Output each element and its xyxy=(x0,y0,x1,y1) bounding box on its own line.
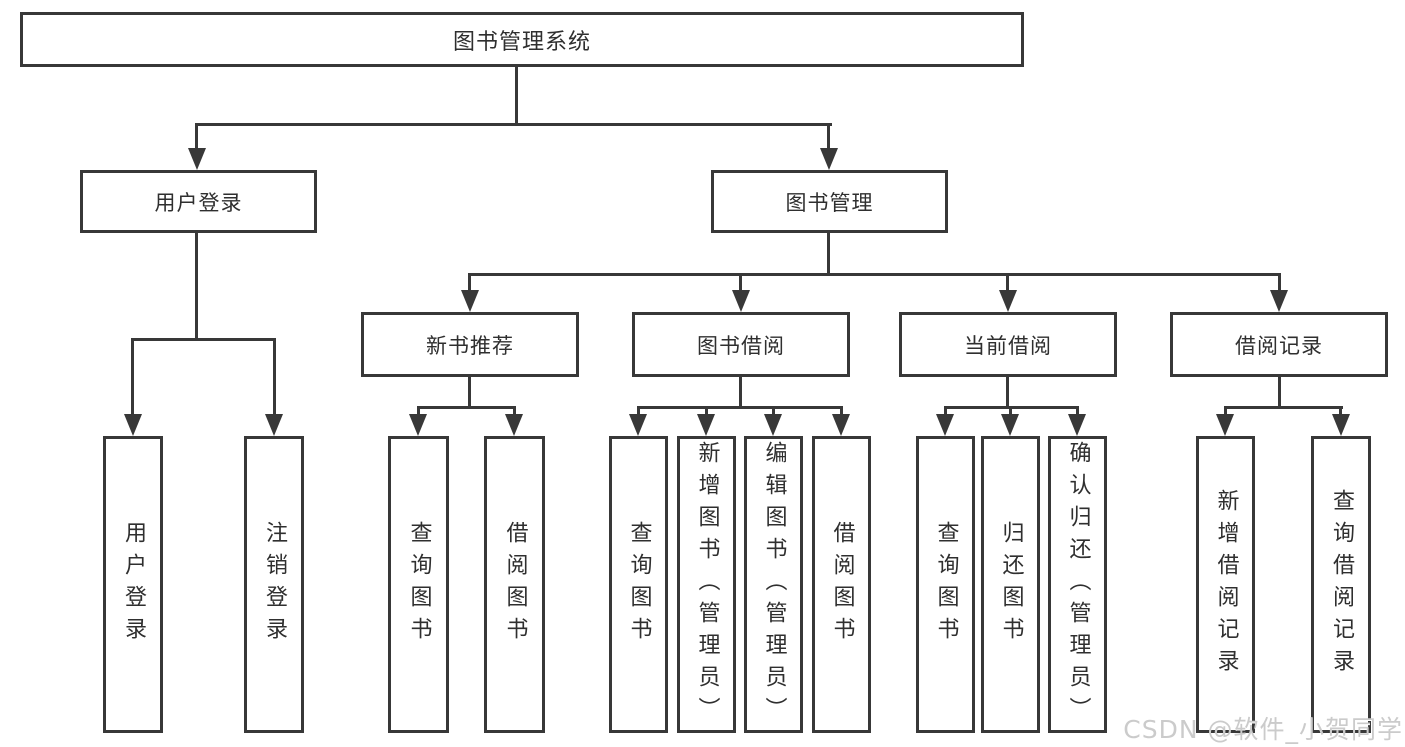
leaf-user-login: 用户登录 xyxy=(103,436,163,733)
watermark: CSDN @软件_小贺同学 xyxy=(1123,715,1403,744)
leaf-borrow-books-1: 借阅图书 xyxy=(484,436,545,733)
leaf-query-books-2-label: 查询图书 xyxy=(626,520,652,649)
connector-drop-borrow xyxy=(739,273,742,292)
leaf-query-borrow-record: 查询借阅记录 xyxy=(1311,436,1371,733)
arrow-down-icon xyxy=(1068,414,1086,436)
leaf-add-books-admin: 新增图书（管理员） xyxy=(677,436,736,733)
arrow-down-icon xyxy=(505,414,523,436)
leaf-add-books-admin-label: 新增图书（管理员） xyxy=(694,440,720,729)
leaf-return-books-label: 归还图书 xyxy=(998,520,1024,649)
connector-drop-leaf xyxy=(1339,406,1342,417)
leaf-borrow-books-1-label: 借阅图书 xyxy=(502,520,528,649)
connector-drop-leaf xyxy=(513,406,516,417)
connector-login-stem xyxy=(195,233,198,341)
arrow-down-icon xyxy=(1216,414,1234,436)
connector-newbook-split xyxy=(417,406,516,409)
arrow-down-icon xyxy=(1332,414,1350,436)
connector-root-stem xyxy=(515,67,518,126)
arrow-down-icon xyxy=(732,290,750,312)
arrow-down-icon xyxy=(936,414,954,436)
node-book-mgmt-label: 图书管理 xyxy=(785,190,874,215)
node-root-label: 图书管理系统 xyxy=(452,29,591,55)
node-user-login: 用户登录 xyxy=(80,170,317,233)
node-user-login-label: 用户登录 xyxy=(154,190,243,215)
connector-drop-newbook xyxy=(468,273,471,292)
node-root: 图书管理系统 xyxy=(20,12,1024,67)
arrow-down-icon xyxy=(764,414,782,436)
arrow-down-icon xyxy=(188,148,206,170)
arrow-down-icon xyxy=(820,148,838,170)
leaf-add-borrow-record: 新增借阅记录 xyxy=(1196,436,1255,733)
leaf-query-books-3: 查询图书 xyxy=(916,436,975,733)
arrow-down-icon xyxy=(265,414,283,436)
arrow-down-icon xyxy=(124,414,142,436)
connector-current-stem xyxy=(1006,377,1009,409)
connector-drop-leaf xyxy=(944,406,947,417)
arrow-down-icon xyxy=(629,414,647,436)
leaf-user-login-label: 用户登录 xyxy=(121,520,146,649)
connector-drop-leaf xyxy=(772,406,775,417)
leaf-borrow-books-2: 借阅图书 xyxy=(812,436,871,733)
leaf-query-books-2: 查询图书 xyxy=(609,436,668,733)
connector-drop-leaf xyxy=(1076,406,1079,417)
leaf-confirm-return-admin: 确认归还（管理员） xyxy=(1048,436,1107,733)
leaf-logout-label: 注销登录 xyxy=(262,520,287,649)
connector-borrow-stem xyxy=(739,377,742,409)
leaf-edit-books-admin-label: 编辑图书（管理员） xyxy=(761,440,787,729)
connector-newbook-stem xyxy=(468,377,471,409)
connector-login-split xyxy=(131,338,276,341)
arrow-down-icon xyxy=(409,414,427,436)
leaf-query-borrow-record-label: 查询借阅记录 xyxy=(1329,488,1354,681)
node-book-borrowing-label: 图书借阅 xyxy=(697,333,785,358)
arrow-down-icon xyxy=(1001,414,1019,436)
leaf-add-borrow-record-label: 新增借阅记录 xyxy=(1213,488,1239,681)
leaf-edit-books-admin: 编辑图书（管理员） xyxy=(744,436,803,733)
connector-drop-leaf xyxy=(705,406,708,417)
connector-mgmt-stem xyxy=(827,233,830,276)
node-new-book-recommend-label: 新书推荐 xyxy=(426,333,514,358)
leaf-query-books-1: 查询图书 xyxy=(388,436,449,733)
node-new-book-recommend: 新书推荐 xyxy=(361,312,579,377)
leaf-borrow-books-2-label: 借阅图书 xyxy=(829,520,855,649)
connector-drop-leaf xyxy=(1224,406,1227,417)
leaf-return-books: 归还图书 xyxy=(981,436,1040,733)
node-book-borrowing: 图书借阅 xyxy=(632,312,850,377)
arrow-down-icon xyxy=(697,414,715,436)
connector-drop-records xyxy=(1278,273,1281,292)
leaf-confirm-return-admin-label: 确认归还（管理员） xyxy=(1065,440,1091,729)
connector-drop-leaf xyxy=(131,338,134,416)
leaf-query-books-3-label: 查询图书 xyxy=(933,520,959,649)
node-borrowing-records: 借阅记录 xyxy=(1170,312,1388,377)
arrow-down-icon xyxy=(1270,290,1288,312)
connector-drop-current xyxy=(1006,273,1009,292)
connector-records-stem xyxy=(1278,377,1281,409)
connector-borrow-split xyxy=(637,406,843,409)
node-current-borrowing-label: 当前借阅 xyxy=(964,333,1052,358)
leaf-logout: 注销登录 xyxy=(244,436,304,733)
connector-mgmt-split xyxy=(468,273,1281,276)
arrow-down-icon xyxy=(461,290,479,312)
connector-drop-leaf xyxy=(417,406,420,417)
node-borrowing-records-label: 借阅记录 xyxy=(1235,333,1323,358)
arrow-down-icon xyxy=(999,290,1017,312)
leaf-query-books-1-label: 查询图书 xyxy=(406,520,432,649)
node-book-mgmt: 图书管理 xyxy=(711,170,948,233)
connector-records-split xyxy=(1224,406,1343,409)
node-current-borrowing: 当前借阅 xyxy=(899,312,1117,377)
connector-drop-mgmt xyxy=(827,123,830,151)
arrow-down-icon xyxy=(832,414,850,436)
connector-drop-leaf xyxy=(1009,406,1012,417)
connector-drop-login xyxy=(195,123,198,151)
connector-drop-leaf xyxy=(273,338,276,416)
connector-root-split xyxy=(196,123,832,126)
connector-drop-leaf xyxy=(840,406,843,417)
connector-drop-leaf xyxy=(637,406,640,417)
